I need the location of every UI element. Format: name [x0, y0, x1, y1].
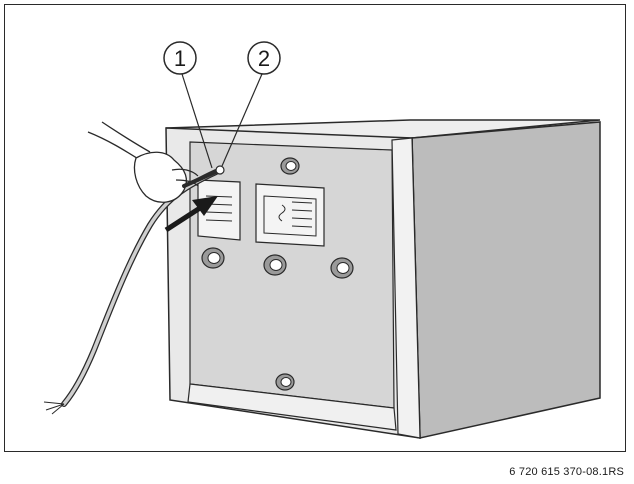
figure-frame — [4, 4, 626, 452]
sensor-rod — [182, 168, 222, 188]
callout-2-leader — [221, 73, 263, 167]
cable-end-wires — [43, 401, 65, 415]
callout-1: 1 — [163, 41, 197, 75]
pipe-connector-middle — [263, 254, 287, 276]
callout-2: 2 — [247, 41, 281, 75]
pipe-connector-top — [280, 157, 300, 175]
callout-2-label: 2 — [258, 46, 270, 71]
pointing-arrow-icon — [164, 196, 218, 233]
unit-right-post — [391, 137, 421, 439]
pipe-connector-right — [330, 257, 354, 279]
hand-holding-hose-icon — [87, 121, 199, 203]
unit-base-strip — [187, 383, 397, 431]
sensor-tip — [215, 165, 225, 175]
unit-side-panel — [411, 121, 601, 439]
figure-reference-code: 6 720 615 370-08.1RS — [509, 466, 624, 478]
sensor-plate-right — [255, 183, 325, 247]
callout-1-label: 1 — [174, 46, 186, 71]
callout-1-leader — [181, 73, 213, 169]
pipe-connector-bottom — [275, 373, 295, 391]
pipe-connector-left — [201, 247, 225, 269]
